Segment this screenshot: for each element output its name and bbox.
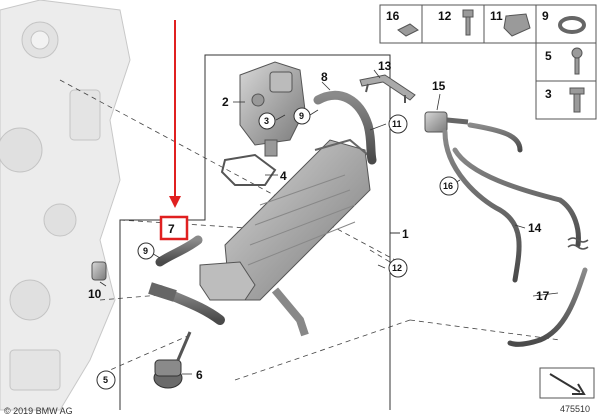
callout-16-circle bbox=[439, 176, 459, 196]
callout-10[interactable]: 10 bbox=[88, 287, 102, 301]
highlight-arrow bbox=[169, 20, 181, 208]
callout-8[interactable]: 8 bbox=[321, 70, 328, 84]
callout-11-circle bbox=[388, 114, 408, 134]
break-marks bbox=[567, 237, 589, 250]
legend-label-5: 5 bbox=[545, 49, 552, 63]
callout-12[interactable]: 12 bbox=[392, 263, 402, 273]
callout-3[interactable]: 3 bbox=[264, 116, 269, 126]
parts-legend bbox=[379, 4, 597, 120]
callout-12-circle bbox=[388, 258, 408, 278]
egr-cooler bbox=[199, 138, 371, 301]
clip-icon bbox=[397, 23, 419, 37]
valve-part-15 bbox=[424, 111, 469, 133]
legend-label-12: 12 bbox=[438, 9, 452, 23]
callout-1[interactable]: 1 bbox=[402, 227, 409, 241]
callout-9-top[interactable]: 9 bbox=[299, 111, 304, 121]
screw-icon-3 bbox=[569, 87, 585, 113]
assembly-frame bbox=[119, 54, 400, 410]
callout-5[interactable]: 5 bbox=[103, 375, 108, 385]
pipe-part-14 bbox=[442, 122, 523, 283]
hose-clamp-icon bbox=[558, 16, 586, 34]
legend-label-3: 3 bbox=[545, 87, 552, 101]
pipe-part-17 bbox=[452, 147, 588, 347]
callout-5-circle bbox=[96, 370, 116, 390]
hose-part-8 bbox=[313, 90, 377, 165]
sleeve-part bbox=[91, 261, 107, 281]
diagram-number: 475510 bbox=[560, 404, 590, 414]
callout-11[interactable]: 11 bbox=[392, 119, 402, 129]
bracket-part-13 bbox=[359, 74, 416, 103]
callout-16[interactable]: 16 bbox=[443, 181, 453, 191]
vacuum-unit bbox=[153, 331, 192, 389]
callout-13[interactable]: 13 bbox=[378, 59, 392, 73]
callout-4[interactable]: 4 bbox=[280, 169, 287, 183]
screw-icon-5 bbox=[571, 47, 583, 75]
callout-3-circle bbox=[258, 112, 276, 130]
callout-17[interactable]: 17 bbox=[536, 289, 550, 303]
copyright-text: © 2019 BMW AG bbox=[4, 406, 73, 416]
callout-9-circle-left bbox=[137, 242, 155, 260]
flex-pipe bbox=[148, 282, 309, 337]
highlight-box bbox=[159, 215, 189, 241]
hose-part-7 bbox=[155, 235, 203, 267]
actuator-part bbox=[239, 61, 306, 157]
bolt-icon bbox=[462, 9, 474, 36]
callout-7[interactable]: 7 bbox=[168, 222, 175, 236]
callout-9-circle-top bbox=[293, 107, 311, 125]
engine-block bbox=[0, 0, 131, 411]
callout-6[interactable]: 6 bbox=[196, 368, 203, 382]
callout-2[interactable]: 2 bbox=[222, 95, 229, 109]
legend-label-9: 9 bbox=[542, 9, 549, 23]
legend-label-16: 16 bbox=[386, 9, 400, 23]
gasket-part bbox=[220, 153, 277, 186]
legend-label-11: 11 bbox=[490, 9, 503, 23]
callout-14[interactable]: 14 bbox=[528, 221, 542, 235]
bracket-clip-icon bbox=[503, 13, 531, 37]
callout-9-left[interactable]: 9 bbox=[143, 246, 148, 256]
leader-lines bbox=[59, 79, 561, 381]
view-direction-icon bbox=[539, 367, 595, 399]
callout-15[interactable]: 15 bbox=[432, 79, 446, 93]
